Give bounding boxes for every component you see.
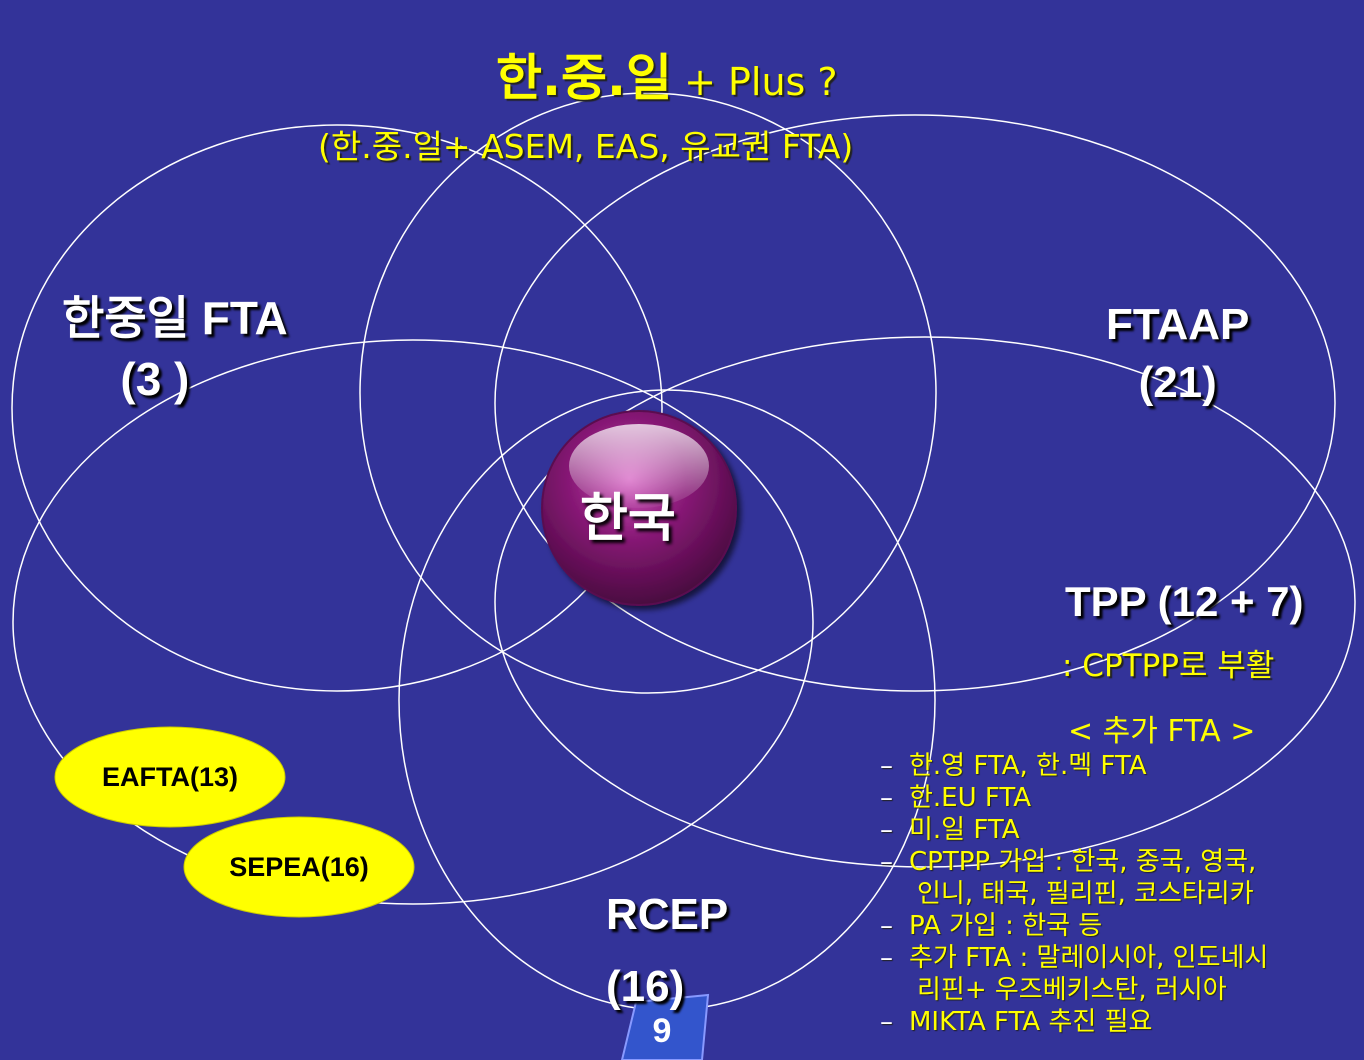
fta-list-item-text: 리핀+ 우즈베키스탄, 러시아 [917,975,1227,1005]
ellipse-cjk-plus [359,92,937,694]
fta-list-item: –MIKTA FTA 추진 필요 [880,1001,1152,1038]
additional-fta-heading: < 추가 FTA > [1068,714,1256,749]
top-subtitle: (한.중.일+ ASEM, EAS, 유교권 FTA) [318,127,854,166]
fta-list-item: –추가 FTA : 말레이시아, 인도네시 [880,937,1268,974]
fta-list-item-text: MIKTA FTA 추진 필요 [909,1007,1153,1037]
ftaap-label: FTAAP (21) [1106,300,1249,408]
ellipse-eafta [12,339,814,905]
fta-list-item-text: 한.영 FTA, 한.멕 FTA [909,751,1147,781]
center-sphere [541,410,737,606]
sepea-badge-shape [183,816,415,918]
eafta-badge-shape [54,726,286,828]
sepea-badge: SEPEA(16) [229,851,369,882]
center-korea-label: 한국 [580,489,676,549]
fta-list-item-text: 한.EU FTA [909,783,1032,813]
fta-list-item-text: PA 가입 : 한국 등 [909,911,1103,941]
rcep-label: RCEP (16) [606,890,728,1012]
fta-list-item: –CPTPP 가입 : 한국, 중국, 영국, [880,841,1256,878]
cjk-fta-label: 한중일 FTA (3 ) [62,282,288,406]
fta-list-item-text: 미.일 FTA [909,815,1020,845]
fta-list-item-text: 인니, 태국, 필리핀, 코스타리카 [917,879,1254,909]
list-dash: – [880,751,893,781]
tpp-note: : CPTPP로 부활 [1062,648,1275,684]
fta-list-item-text: 추가 FTA : 말레이시아, 인도네시 [909,943,1269,973]
top-title-suffix: + Plus ? [672,60,838,104]
ellipse-ftaap [494,114,1336,692]
fta-list-item: –한.영 FTA, 한.멕 FTA [880,745,1147,782]
top-title: 한.중.일 + Plus ? [496,38,838,110]
eafta-badge: EAFTA(13) [101,761,238,792]
list-dash: – [880,847,893,877]
fta-list-item: 리핀+ 우즈베키스탄, 러시아 [917,969,1227,1006]
page-number-tab [620,993,710,1060]
ftaap-name: FTAAP [1106,300,1250,349]
tpp-label: TPP (12 + 7) [1065,578,1304,625]
ftaap-count: (21) [1138,358,1217,407]
cjk-fta-name: 한중일 FTA [62,292,288,344]
fta-list-item: 인니, 태국, 필리핀, 코스타리카 [917,873,1254,910]
cjk-fta-count: (3 ) [120,353,190,405]
list-dash: – [880,815,893,845]
fta-list-item: –미.일 FTA [880,809,1020,846]
fta-list-item: –PA 가입 : 한국 등 [880,905,1102,942]
ellipse-cjk-fta [11,124,663,692]
top-title-main: 한.중.일 [496,49,672,107]
ellipse-tpp [494,336,1356,868]
list-dash: – [880,783,893,813]
rcep-count: (16) [606,962,685,1011]
list-dash: – [880,943,893,973]
list-dash: – [880,1007,893,1037]
list-dash: – [880,911,893,941]
page-number: 9 [652,1011,672,1050]
fta-list-item: –한.EU FTA [880,777,1031,814]
fta-list-item-text: CPTPP 가입 : 한국, 중국, 영국, [909,847,1257,877]
rcep-name: RCEP [606,890,729,939]
